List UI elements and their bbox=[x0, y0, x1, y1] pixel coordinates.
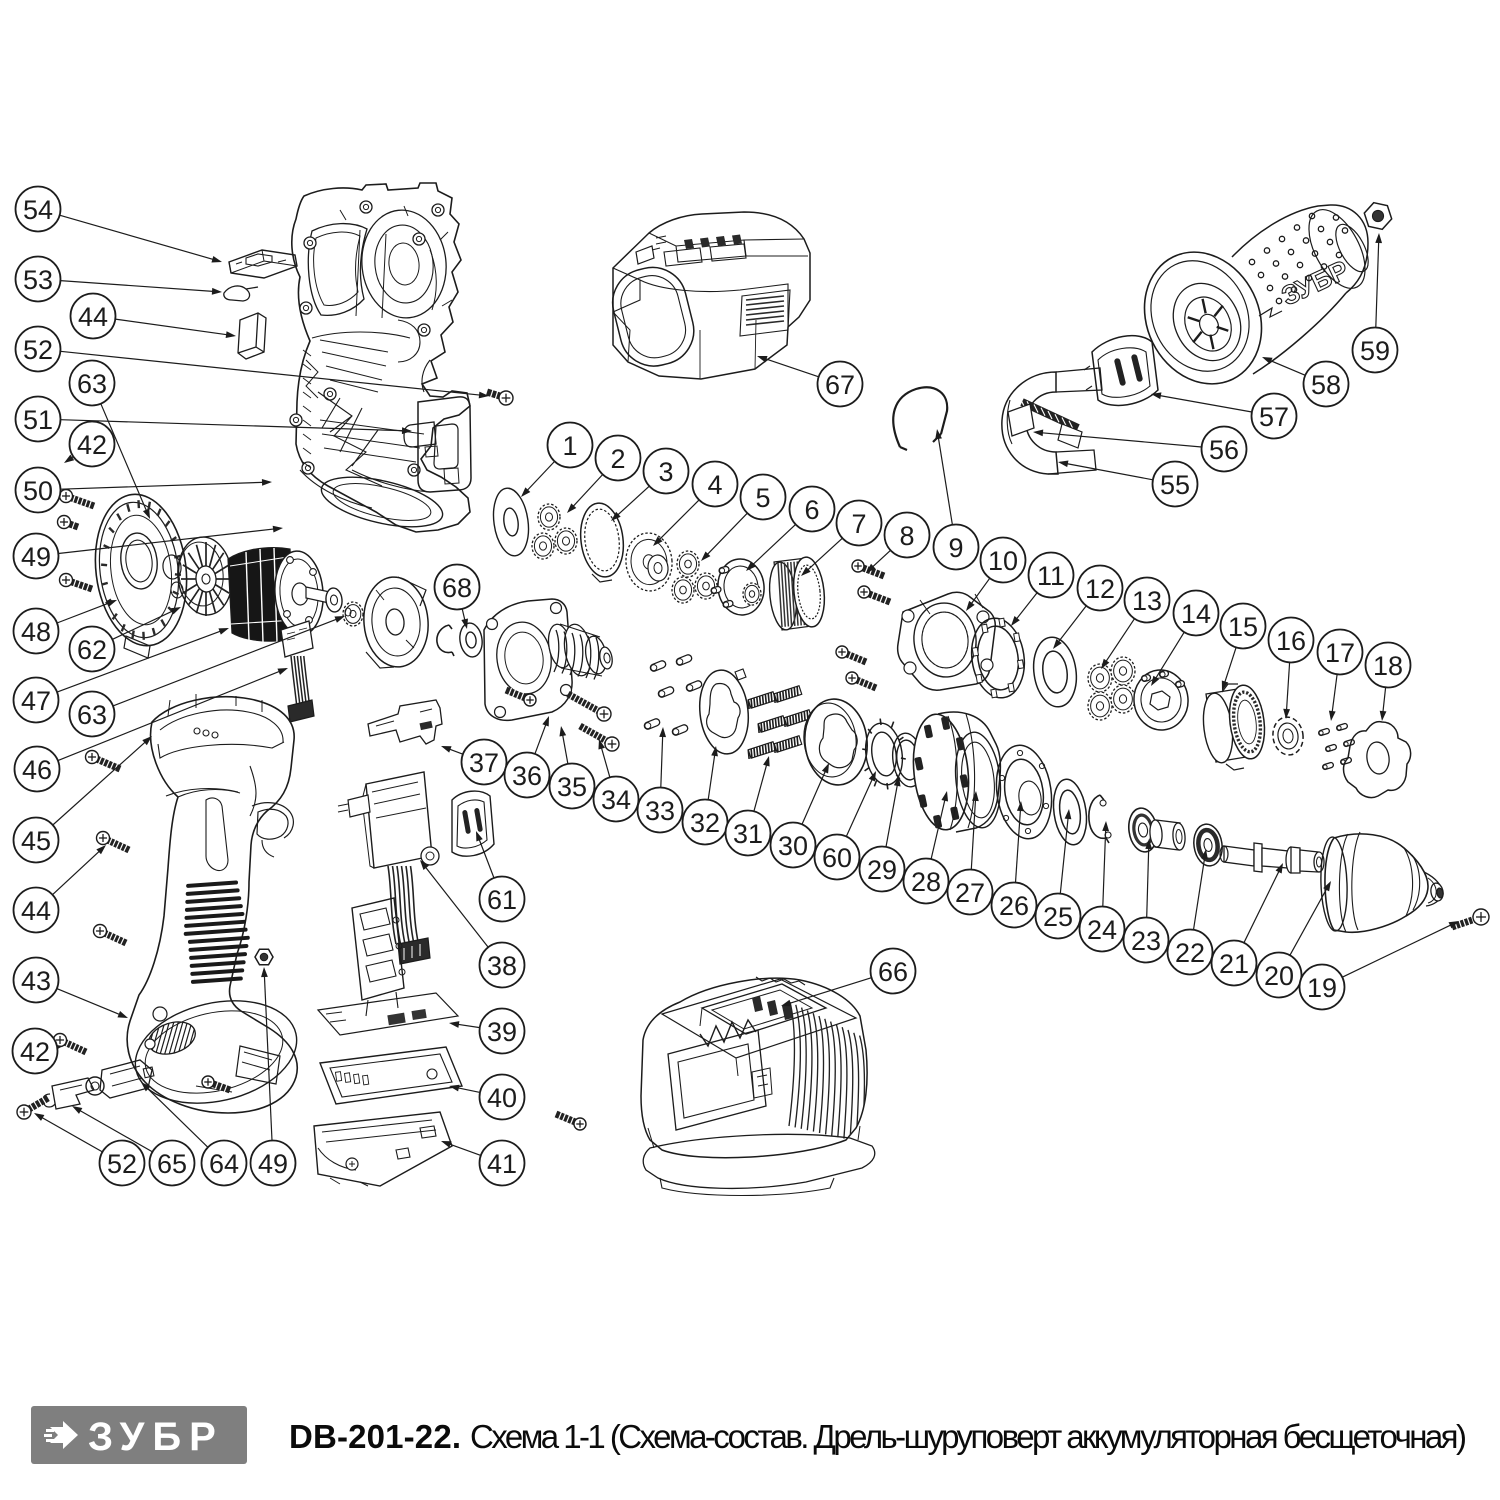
svg-text:12: 12 bbox=[1085, 574, 1115, 604]
svg-text:21: 21 bbox=[1219, 949, 1249, 979]
svg-text:ЗУБР: ЗУБР bbox=[88, 1415, 224, 1459]
svg-text:34: 34 bbox=[601, 785, 631, 815]
svg-text:16: 16 bbox=[1276, 626, 1306, 656]
svg-text:14: 14 bbox=[1181, 599, 1211, 629]
svg-text:1: 1 bbox=[562, 431, 577, 461]
svg-text:7: 7 bbox=[851, 509, 866, 539]
svg-text:61: 61 bbox=[487, 885, 517, 915]
svg-text:29: 29 bbox=[867, 855, 897, 885]
svg-text:4: 4 bbox=[707, 470, 722, 500]
svg-text:35: 35 bbox=[557, 772, 587, 802]
svg-text:13: 13 bbox=[1132, 586, 1162, 616]
svg-text:DB-201-22.Схема 1-1 (Схема-сос: DB-201-22.Схема 1-1 (Схема-состав. Дрель… bbox=[289, 1418, 1467, 1455]
svg-text:52: 52 bbox=[107, 1149, 137, 1179]
svg-text:38: 38 bbox=[487, 951, 517, 981]
svg-text:64: 64 bbox=[209, 1149, 239, 1179]
svg-text:51: 51 bbox=[23, 405, 53, 435]
svg-text:19: 19 bbox=[1307, 973, 1337, 1003]
svg-text:41: 41 bbox=[487, 1149, 517, 1179]
svg-text:47: 47 bbox=[21, 686, 51, 716]
svg-text:58: 58 bbox=[1311, 370, 1341, 400]
svg-text:52: 52 bbox=[23, 335, 53, 365]
svg-text:24: 24 bbox=[1087, 915, 1117, 945]
svg-text:26: 26 bbox=[999, 891, 1029, 921]
svg-text:50: 50 bbox=[23, 476, 53, 506]
svg-text:30: 30 bbox=[778, 831, 808, 861]
svg-text:18: 18 bbox=[1373, 651, 1403, 681]
svg-text:2: 2 bbox=[610, 444, 625, 474]
svg-text:63: 63 bbox=[77, 369, 107, 399]
svg-text:54: 54 bbox=[23, 195, 53, 225]
svg-text:17: 17 bbox=[1325, 638, 1355, 668]
svg-text:20: 20 bbox=[1264, 961, 1294, 991]
svg-text:10: 10 bbox=[988, 546, 1018, 576]
svg-text:60: 60 bbox=[822, 843, 852, 873]
svg-text:66: 66 bbox=[878, 957, 908, 987]
svg-text:44: 44 bbox=[78, 302, 108, 332]
svg-text:43: 43 bbox=[21, 966, 51, 996]
svg-text:31: 31 bbox=[733, 819, 763, 849]
svg-text:15: 15 bbox=[1228, 612, 1258, 642]
svg-text:44: 44 bbox=[21, 896, 51, 926]
svg-text:49: 49 bbox=[258, 1149, 288, 1179]
svg-text:46: 46 bbox=[22, 755, 52, 785]
svg-text:11: 11 bbox=[1037, 561, 1065, 591]
svg-text:32: 32 bbox=[690, 808, 720, 838]
svg-text:28: 28 bbox=[911, 867, 941, 897]
svg-text:23: 23 bbox=[1131, 926, 1161, 956]
svg-text:59: 59 bbox=[1360, 336, 1390, 366]
svg-text:65: 65 bbox=[157, 1149, 187, 1179]
svg-text:62: 62 bbox=[77, 635, 107, 665]
svg-text:37: 37 bbox=[469, 748, 499, 778]
svg-text:6: 6 bbox=[804, 495, 819, 525]
svg-text:55: 55 bbox=[1160, 470, 1190, 500]
svg-text:25: 25 bbox=[1043, 902, 1073, 932]
svg-text:3: 3 bbox=[658, 457, 673, 487]
svg-text:42: 42 bbox=[77, 430, 107, 460]
svg-text:9: 9 bbox=[948, 533, 963, 563]
svg-text:22: 22 bbox=[1175, 938, 1205, 968]
svg-text:27: 27 bbox=[955, 878, 985, 908]
svg-text:36: 36 bbox=[512, 761, 542, 791]
svg-text:63: 63 bbox=[77, 700, 107, 730]
svg-text:67: 67 bbox=[825, 370, 855, 400]
svg-text:5: 5 bbox=[755, 483, 770, 513]
svg-text:8: 8 bbox=[899, 521, 914, 551]
svg-text:57: 57 bbox=[1259, 402, 1289, 432]
svg-text:48: 48 bbox=[21, 617, 51, 647]
svg-text:45: 45 bbox=[21, 826, 51, 856]
svg-text:49: 49 bbox=[21, 542, 51, 572]
svg-text:39: 39 bbox=[487, 1017, 517, 1047]
svg-text:42: 42 bbox=[20, 1037, 50, 1067]
svg-text:56: 56 bbox=[1209, 435, 1239, 465]
svg-text:53: 53 bbox=[23, 265, 53, 295]
svg-text:40: 40 bbox=[487, 1083, 517, 1113]
svg-text:68: 68 bbox=[442, 573, 472, 603]
svg-text:33: 33 bbox=[645, 796, 675, 826]
